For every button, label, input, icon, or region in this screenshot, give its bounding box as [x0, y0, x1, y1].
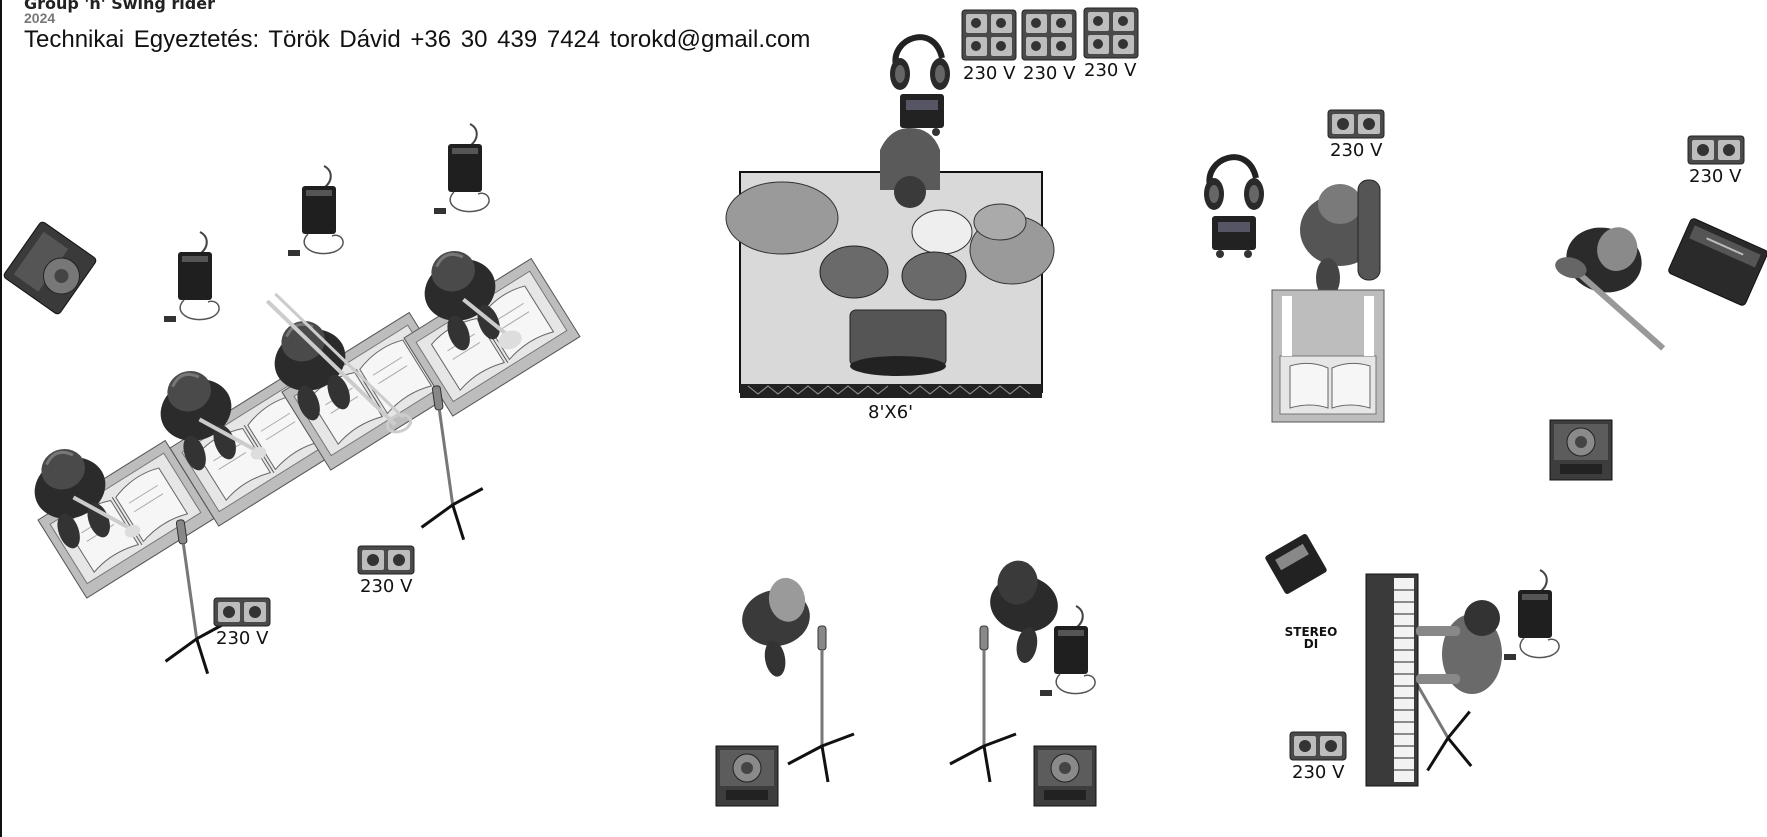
trumpet-player-icon	[20, 436, 141, 557]
technical-contact: Technikai Egyeztetés: Török Dávid +36 30…	[24, 26, 811, 53]
bodypack-transmitter-icon	[163, 231, 221, 323]
drum-riser-size-label: 8'X6'	[868, 402, 914, 423]
bodypack-transmitter-icon	[433, 123, 491, 215]
guitarist-icon	[1555, 227, 1666, 351]
bodypack-transmitter-icon	[287, 165, 345, 257]
keyboard-icon	[1365, 573, 1419, 787]
outlet-icon	[1083, 7, 1139, 59]
outlet-voltage-label: 230 V	[1292, 762, 1345, 783]
headphones-icon	[890, 37, 950, 90]
trumpet-player-icon	[146, 358, 267, 479]
music-stand-icon	[1271, 289, 1385, 423]
vocalist-icon	[990, 560, 1058, 663]
outlet-voltage-label: 230 V	[1689, 166, 1742, 187]
pa-speaker-icon	[3, 221, 97, 315]
outlet-icon	[213, 597, 271, 627]
outlet-voltage-label: 230 V	[1330, 140, 1383, 161]
bass-player-icon	[1300, 179, 1381, 298]
outlet-icon	[357, 545, 415, 575]
outlet-voltage-label: 230 V	[360, 576, 413, 597]
outlet-voltage-label: 230 V	[1023, 63, 1076, 84]
trombone-player-icon	[260, 292, 413, 434]
wedge-monitor-icon	[1033, 745, 1097, 807]
outlet-icon	[1289, 731, 1347, 761]
mic-stand-icon	[948, 624, 1018, 784]
wedge-monitor-icon	[715, 745, 779, 807]
outlet-voltage-label: 230 V	[963, 63, 1016, 84]
outlet-icon	[1687, 135, 1745, 165]
outlet-icon	[1021, 9, 1077, 61]
guitar-amp-icon	[1668, 218, 1767, 306]
page-left-border	[0, 0, 2, 837]
keyboard-player-icon	[1416, 600, 1502, 694]
di-box-icon	[1265, 534, 1327, 594]
mic-stand-icon	[786, 624, 856, 784]
vocalist-icon	[742, 577, 810, 677]
rider-year: 2024	[24, 10, 56, 26]
outlet-icon	[961, 9, 1017, 61]
rider-title: Group 'n' Swing rider	[24, 0, 215, 13]
stereo-di-label: STEREO DI	[1284, 625, 1338, 651]
wedge-monitor-icon	[1549, 419, 1613, 481]
di-box-icon	[1212, 216, 1256, 258]
headphones-icon	[1204, 157, 1264, 210]
outlet-voltage-label: 230 V	[1084, 60, 1137, 81]
trumpet-player-icon	[410, 238, 522, 359]
outlet-icon	[1327, 109, 1385, 139]
drum-kit-icon	[725, 128, 1055, 376]
outlet-voltage-label: 230 V	[216, 628, 269, 649]
bodypack-transmitter-icon	[1503, 569, 1561, 661]
